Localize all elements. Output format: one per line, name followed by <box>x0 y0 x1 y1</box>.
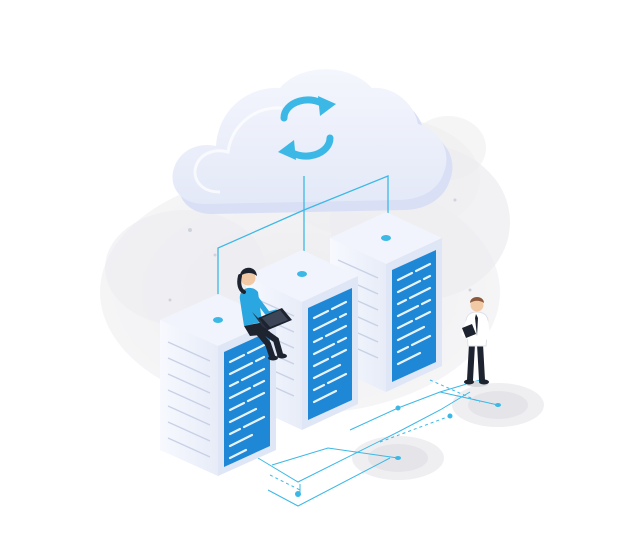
sync-arrows-icon <box>278 96 336 160</box>
person-man-with-tablet <box>461 297 491 387</box>
person-woman-with-laptop <box>237 267 292 361</box>
cloud-icon <box>172 69 453 214</box>
floor-network-lines <box>257 379 499 507</box>
server-tower-left <box>160 294 276 476</box>
floor-nodes <box>295 405 453 497</box>
